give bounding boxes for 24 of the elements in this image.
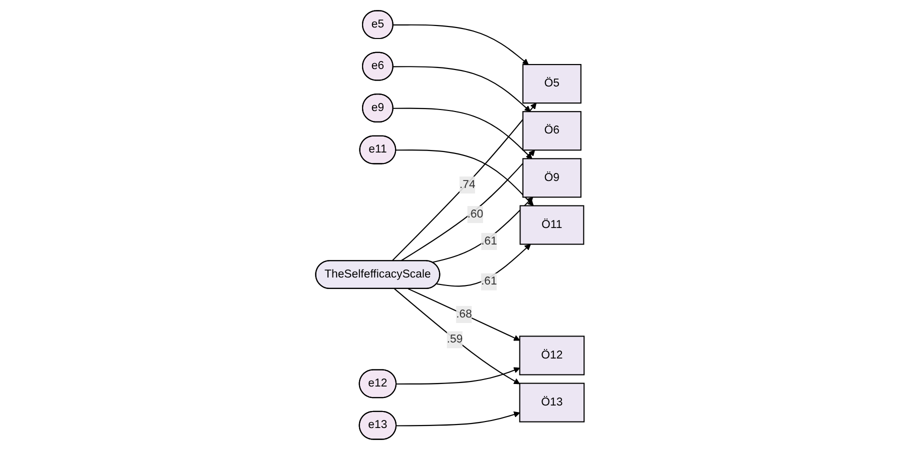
- edge-label: .61: [481, 235, 498, 248]
- node-box: Ö13: [519, 382, 585, 422]
- arrow: [393, 108, 532, 159]
- edge-label: .59: [446, 333, 463, 346]
- edge-label: .60: [467, 208, 484, 220]
- arrow: [393, 24, 529, 65]
- arrow: [394, 288, 520, 384]
- edge-label: .74: [460, 178, 476, 191]
- arrow: [393, 66, 531, 112]
- arrow: [396, 150, 534, 206]
- arrow: [396, 367, 520, 385]
- arrow: [432, 196, 534, 263]
- arrow: [408, 288, 520, 341]
- edge-label: .61: [481, 275, 498, 288]
- arrow: [400, 150, 536, 262]
- node-box: Ö12: [519, 336, 585, 376]
- arrow: [392, 102, 537, 262]
- node-box: Ö11: [520, 205, 584, 245]
- node-box: Ö6: [522, 111, 582, 151]
- node-box: Ö5: [522, 64, 582, 104]
- node-box: Ö9: [522, 158, 582, 198]
- edge-label: .68: [456, 308, 472, 320]
- arrow: [436, 244, 531, 287]
- arrow: [396, 411, 520, 426]
